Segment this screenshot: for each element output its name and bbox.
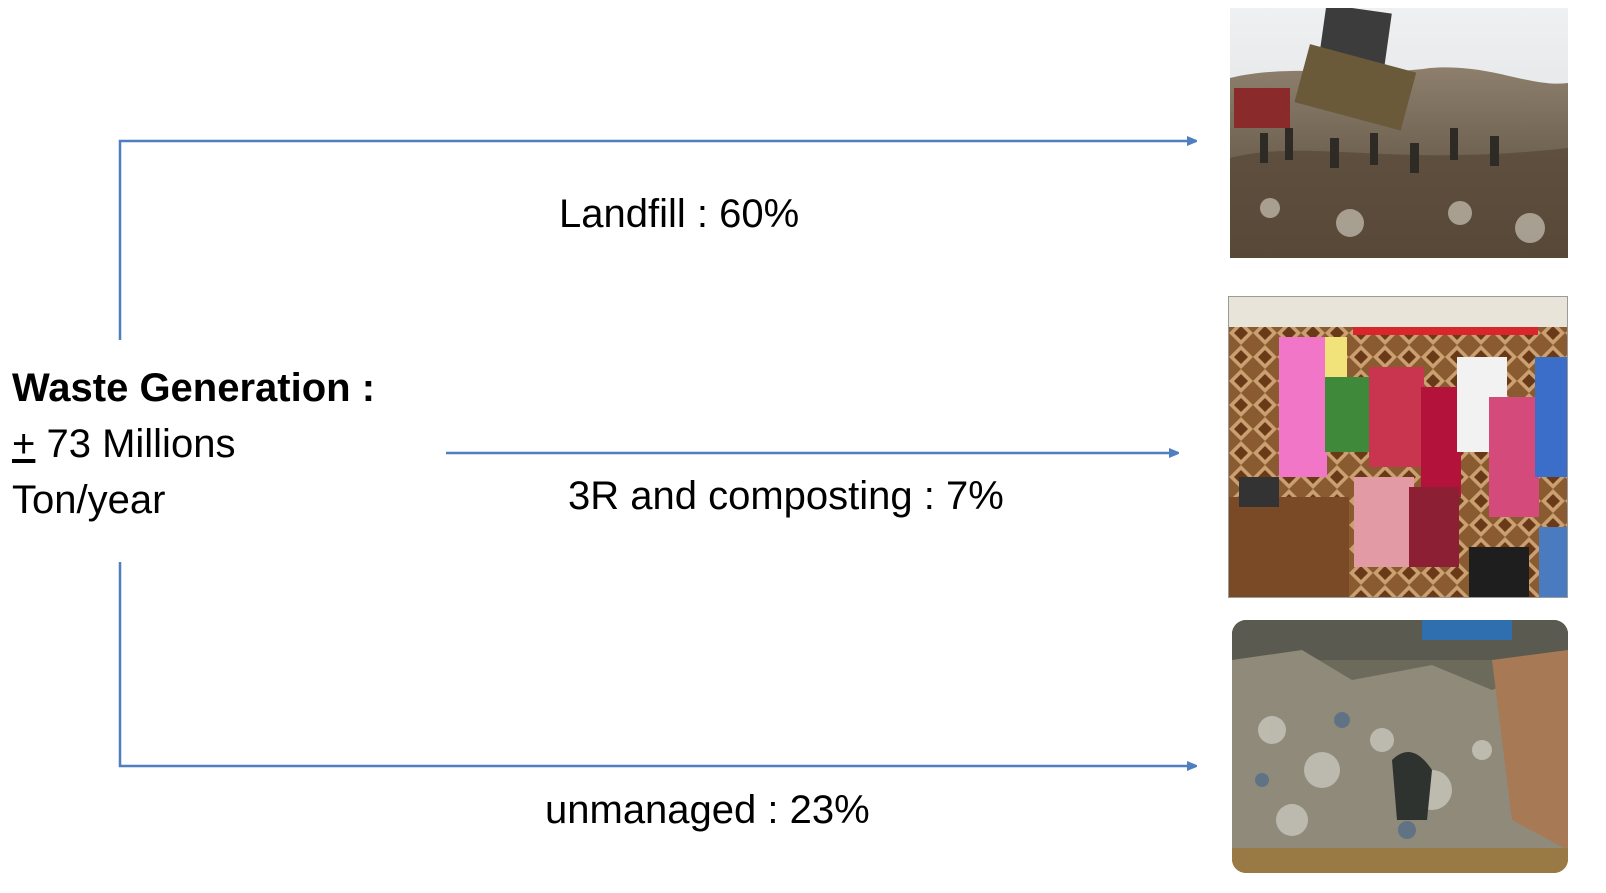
3r-composting-label: 3R and composting : 7% [568, 474, 1004, 518]
waste-generation-title: Waste Generation : [12, 366, 376, 410]
landfill-photo [1230, 8, 1568, 258]
arrow-unmanaged [118, 562, 1196, 766]
waste-generation-block: Waste Generation : + 73 Millions Ton/yea… [12, 360, 375, 528]
arrow-landfill [118, 141, 1196, 340]
river-waste-photo [1232, 620, 1568, 873]
waste-unit: Ton/year [12, 478, 166, 522]
waste-amount: + 73 Millions [12, 416, 375, 472]
unmanaged-label: unmanaged : 23% [545, 788, 870, 832]
plus-minus-sign: + [12, 422, 36, 466]
recycled-bags-photo [1228, 296, 1568, 598]
waste-amount-value: 73 Millions [35, 422, 236, 466]
landfill-label: Landfill : 60% [559, 192, 800, 236]
